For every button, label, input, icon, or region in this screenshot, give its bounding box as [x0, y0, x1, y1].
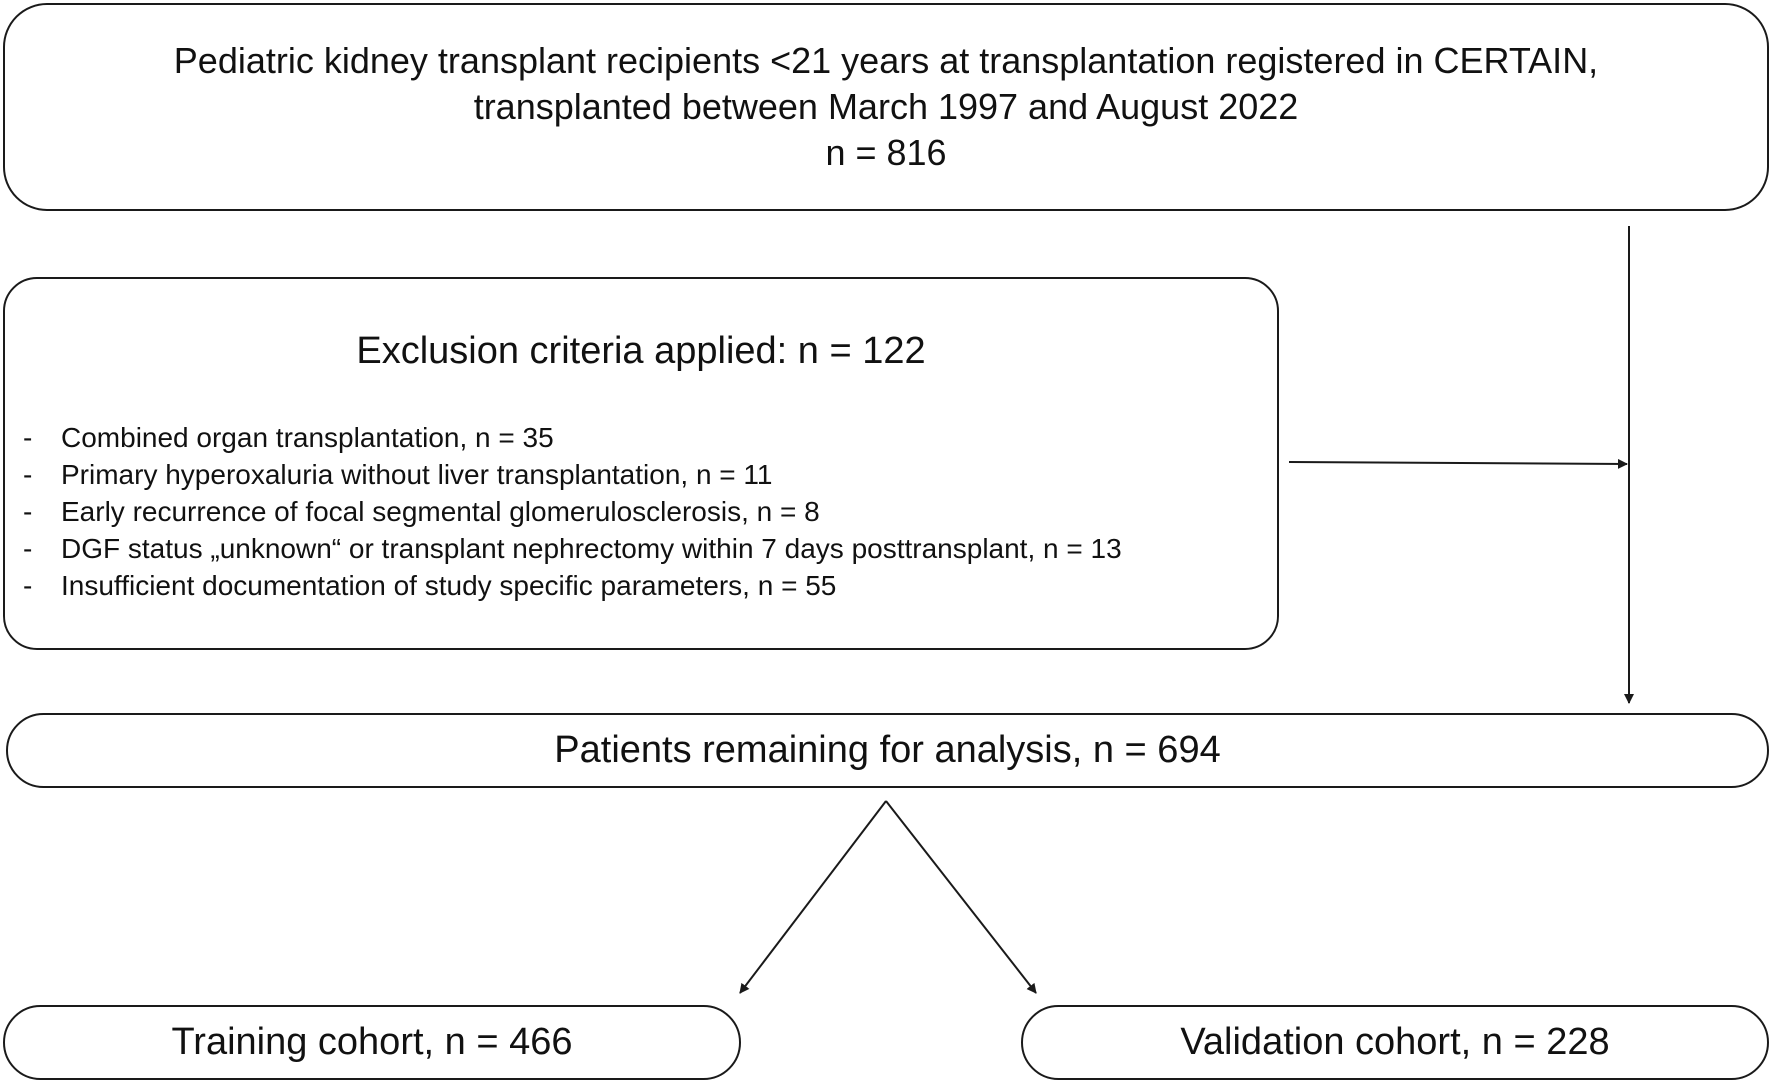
training-cohort-box: Training cohort, n = 466 — [3, 1005, 741, 1080]
cohort-source-line-1: Pediatric kidney transplant recipients <… — [173, 40, 1599, 81]
bullet-dash: - — [23, 570, 33, 601]
bullet-dash: - — [23, 496, 33, 527]
exclusion-item-label: Combined organ transplantation, n = 35 — [61, 422, 554, 453]
exclusion-item: - Combined organ transplantation, n = 35 — [23, 419, 1122, 456]
cohort-source-line-2: transplanted between March 1997 and Augu… — [473, 86, 1299, 127]
exclusion-item-label: DGF status „unknown“ or transplant nephr… — [61, 533, 1122, 564]
validation-cohort-label: Validation cohort, n = 228 — [1180, 1021, 1610, 1063]
exclusion-item-label: Early recurrence of focal segmental glom… — [61, 496, 820, 527]
exclusion-item: - Early recurrence of focal segmental gl… — [23, 493, 1122, 530]
exclusion-criteria-title: Exclusion criteria applied: n = 122 — [356, 330, 926, 372]
training-split-arrow — [739, 800, 887, 994]
exclusion-criteria-list: - Combined organ transplantation, n = 35… — [23, 419, 1122, 604]
cohort-source-count: n = 816 — [825, 132, 947, 173]
bullet-dash: - — [23, 533, 33, 564]
exclusion-item-label: Insufficient documentation of study spec… — [61, 570, 837, 601]
exclusion-item: - DGF status „unknown“ or transplant nep… — [23, 530, 1122, 567]
bullet-dash: - — [23, 422, 33, 453]
cohort-source-box: Pediatric kidney transplant recipients <… — [3, 3, 1769, 211]
exclusion-item: - Insufficient documentation of study sp… — [23, 567, 1122, 604]
exclusion-item-label: Primary hyperoxaluria without liver tran… — [61, 459, 773, 490]
exclusion-item: - Primary hyperoxaluria without liver tr… — [23, 456, 1122, 493]
training-cohort-label: Training cohort, n = 466 — [171, 1021, 573, 1063]
remaining-patients-box: Patients remaining for analysis, n = 694 — [6, 713, 1769, 788]
validation-split-arrow — [885, 800, 1037, 994]
exclusion-criteria-box: Exclusion criteria applied: n = 122 - Co… — [3, 277, 1279, 650]
exclusion-arrow — [1288, 458, 1628, 469]
bullet-dash: - — [23, 459, 33, 490]
validation-cohort-box: Validation cohort, n = 228 — [1021, 1005, 1769, 1080]
remaining-patients-label: Patients remaining for analysis, n = 694 — [554, 729, 1221, 771]
